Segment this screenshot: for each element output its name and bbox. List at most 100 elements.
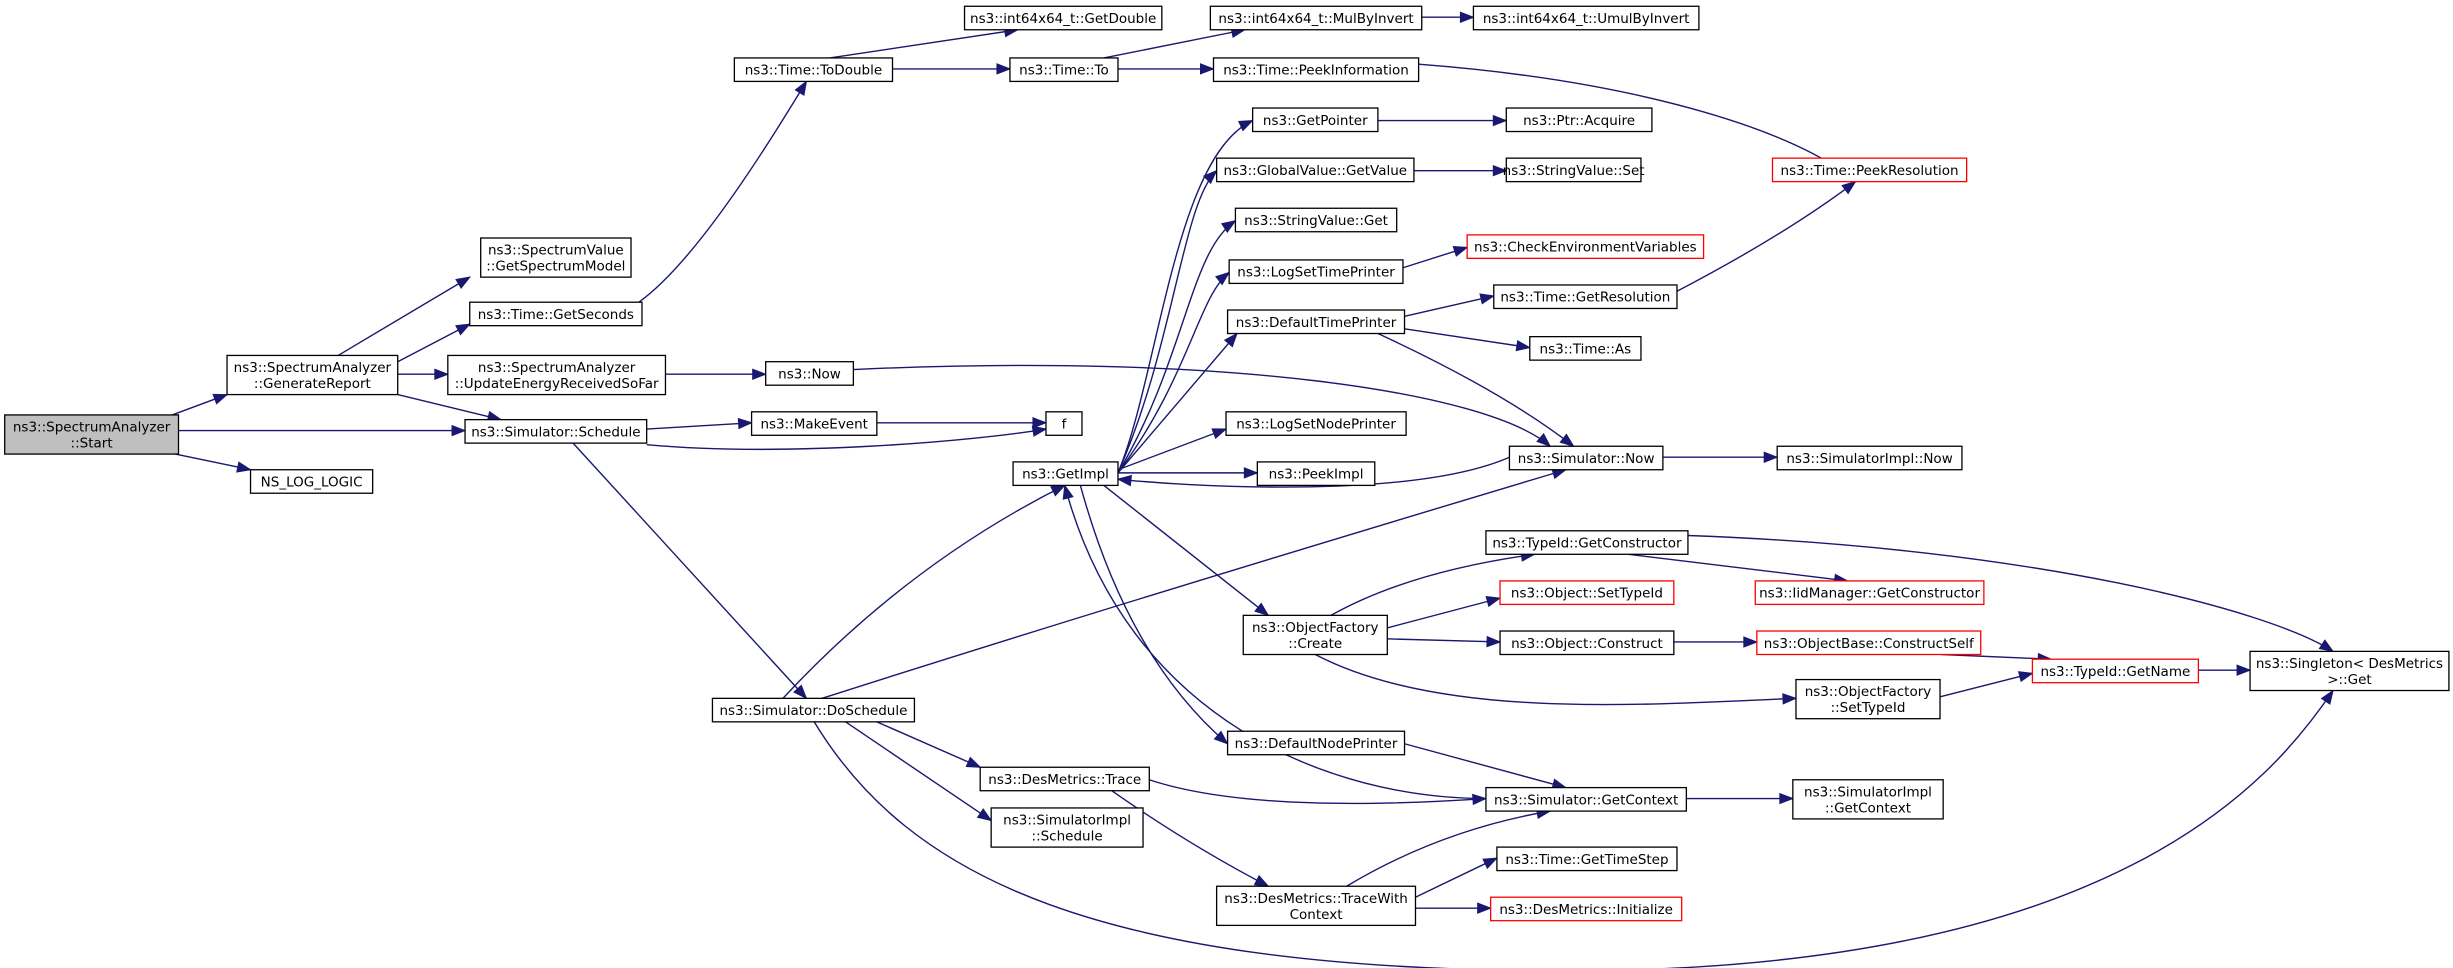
node-box <box>4 414 180 455</box>
arrow-head-icon <box>1459 11 1475 23</box>
arrow-head-icon <box>793 684 808 700</box>
node-box <box>1771 157 1968 183</box>
node-label: ns3::SimulatorImpl <box>1804 784 1932 800</box>
node-get-impl[interactable]: ns3::GetImpl <box>1012 461 1119 487</box>
node-label: ns3::Simulator::GetContext <box>1494 792 1678 808</box>
arrow-head-icon <box>1062 484 1074 500</box>
arrow-head-icon <box>1237 119 1254 132</box>
node-iid-get-constructor[interactable]: ns3::IidManager::GetConstructor <box>1754 580 1985 606</box>
node-ns3-now[interactable]: ns3::Now <box>765 361 855 386</box>
node-typeid-get-constructor[interactable]: ns3::TypeId::GetConstructor <box>1485 530 1689 555</box>
node-simimpl-now[interactable]: ns3::SimulatorImpl::Now <box>1776 445 1963 471</box>
edge-simulator_now-to-get_impl <box>1116 456 1510 488</box>
node-box <box>1529 335 1642 361</box>
node-box <box>1045 411 1083 436</box>
node-time-peek-resolution[interactable]: ns3::Time::PeekResolution <box>1771 157 1968 183</box>
edge-global_get_value-to-string_value_set <box>1413 164 1508 177</box>
node-label: ns3::SpectrumAnalyzer <box>234 360 392 376</box>
arrow-head-icon <box>1841 180 1857 195</box>
edge-get_impl-to-default_time_printer <box>1117 332 1238 474</box>
node-f[interactable]: f <box>1045 411 1083 436</box>
node-time-get-resolution[interactable]: ns3::Time::GetResolution <box>1493 284 1678 310</box>
node-update-energy[interactable]: ns3::SpectrumAnalyzer::UpdateEnergyRecei… <box>447 354 667 396</box>
node-label: ns3::Object::SetTypeId <box>1511 586 1663 602</box>
node-simulator-schedule[interactable]: ns3::Simulator::Schedule <box>464 418 648 444</box>
node-label: >::Get <box>2327 672 2371 688</box>
node-box <box>447 354 667 396</box>
node-int64-get-double[interactable]: ns3::int64x64_t::GetDouble <box>963 5 1163 31</box>
node-box <box>249 469 374 494</box>
node-label: ns3::Time::To <box>1019 63 1109 79</box>
node-time-get-time-step[interactable]: ns3::Time::GetTimeStep <box>1496 846 1678 872</box>
node-check-env-vars[interactable]: ns3::CheckEnvironmentVariables <box>1466 234 1705 260</box>
node-time-peek-info[interactable]: ns3::Time::PeekInformation <box>1212 57 1420 83</box>
node-box <box>765 361 855 386</box>
node-time-as[interactable]: ns3::Time::As <box>1529 335 1642 361</box>
node-label: ::UpdateEnergyReceivedSoFar <box>455 376 659 392</box>
node-umul-by-invert[interactable]: ns3::int64x64_t::UmulByInvert <box>1472 5 1700 31</box>
node-box <box>1792 779 1944 820</box>
node-ptr-acquire[interactable]: ns3::Ptr::Acquire <box>1505 107 1653 133</box>
node-log-set-node-printer[interactable]: ns3::LogSetNodePrinter <box>1225 411 1407 436</box>
node-simulator-get-context[interactable]: ns3::Simulator::GetContext <box>1485 786 1688 812</box>
edge-typeid_get_constructor-to-iid_get_constructor <box>1628 553 1850 585</box>
node-objfactory-set-typeid[interactable]: ns3::ObjectFactory::SetTypeId <box>1795 678 1941 720</box>
node-label: ::GetContext <box>1825 800 1911 816</box>
node-time-to[interactable]: ns3::Time::To <box>1009 57 1119 83</box>
arrow-head-icon <box>1202 169 1218 185</box>
node-default-time-printer[interactable]: ns3::DefaultTimePrinter <box>1226 309 1406 335</box>
arrow-head-icon <box>451 424 467 437</box>
node-log-set-time-printer[interactable]: ns3::LogSetTimePrinter <box>1228 259 1404 285</box>
node-singleton-get[interactable]: ns3::Singleton< DesMetrics >::Get <box>2249 650 2450 692</box>
edge-start-to-generate_report <box>171 393 229 416</box>
node-default-node-printer[interactable]: ns3::DefaultNodePrinter <box>1226 730 1406 756</box>
edge-object_factory_create-to-object_set_typeid <box>1387 596 1502 629</box>
node-do-schedule[interactable]: ns3::Simulator::DoSchedule <box>711 697 916 723</box>
node-start[interactable]: ns3::SpectrumAnalyzer::Start <box>4 414 180 455</box>
node-string-value-set[interactable]: ns3::StringValue::Set <box>1503 157 1645 183</box>
arrow-head-icon <box>1223 332 1238 348</box>
node-mul-by-invert[interactable]: ns3::int64x64_t::MulByInvert <box>1209 5 1423 31</box>
node-label: ns3::SpectrumAnalyzer <box>478 360 636 376</box>
node-des-initialize[interactable]: ns3::DesMetrics::Initialize <box>1489 896 1683 922</box>
node-global-get-value[interactable]: ns3::GlobalValue::GetValue <box>1215 157 1415 183</box>
node-box <box>1496 846 1678 872</box>
node-label: ns3::CheckEnvironmentVariables <box>1474 240 1697 256</box>
node-string-value-get[interactable]: ns3::StringValue::Get <box>1234 207 1398 233</box>
node-label: ns3::StringValue::Set <box>1503 163 1645 179</box>
node-time-to-double[interactable]: ns3::Time::ToDouble <box>733 57 894 83</box>
node-label: ns3::Simulator::Schedule <box>471 424 640 440</box>
node-label: ns3::int64x64_t::UmulByInvert <box>1483 11 1690 27</box>
node-label: ns3::GlobalValue::GetValue <box>1223 163 1407 179</box>
arrow-head-icon <box>1213 730 1229 745</box>
node-object-construct[interactable]: ns3::Object::Construct <box>1499 630 1675 656</box>
arrow-head-icon <box>976 808 993 822</box>
edge-simulator_get_context-to-get_impl <box>1062 484 1486 800</box>
node-box <box>1499 630 1675 656</box>
node-get-pointer[interactable]: ns3::GetPointer <box>1251 107 1379 133</box>
node-make-event[interactable]: ns3::MakeEvent <box>750 411 878 436</box>
node-simulator-now[interactable]: ns3::Simulator::Now <box>1508 445 1664 471</box>
node-typeid-get-name[interactable]: ns3::TypeId::GetName <box>2031 658 2200 684</box>
node-time-get-seconds[interactable]: ns3::Time::GetSeconds <box>469 301 643 327</box>
node-box <box>480 237 632 278</box>
edge-get_impl-to-default_node_printer <box>1079 485 1229 745</box>
edge-get_impl-to-string_value_get <box>1117 220 1237 474</box>
node-peek-impl[interactable]: ns3::PeekImpl <box>1256 461 1376 487</box>
node-simimpl-get-context[interactable]: ns3::SimulatorImpl::GetContext <box>1792 779 1944 820</box>
node-label: ns3::Time::GetTimeStep <box>1505 852 1668 868</box>
node-label: ns3::SimulatorImpl::Now <box>1786 451 1952 467</box>
arrow-head-icon <box>1779 792 1795 805</box>
node-get-spectrum-model[interactable]: ns3::SpectrumValue::GetSpectrumModel <box>480 237 632 278</box>
arrow-head-icon <box>1492 164 1508 177</box>
edge-time_get_seconds-to-time_to_double <box>638 80 808 303</box>
node-generate-report[interactable]: ns3::SpectrumAnalyzer::GenerateReport <box>226 354 399 396</box>
node-object-factory-create[interactable]: ns3::ObjectFactory::Create <box>1242 614 1388 656</box>
node-simimpl-schedule[interactable]: ns3::SimulatorImpl::Schedule <box>990 807 1144 848</box>
node-objectbase-construct-self[interactable]: ns3::ObjectBase::ConstructSelf <box>1756 630 1982 656</box>
node-object-set-typeid[interactable]: ns3::Object::SetTypeId <box>1499 580 1675 606</box>
node-des-trace[interactable]: ns3::DesMetrics::Trace <box>979 766 1150 792</box>
node-ns-log-logic[interactable]: NS_LOG_LOGIC <box>249 469 374 494</box>
arrow-head-icon <box>1254 602 1270 617</box>
